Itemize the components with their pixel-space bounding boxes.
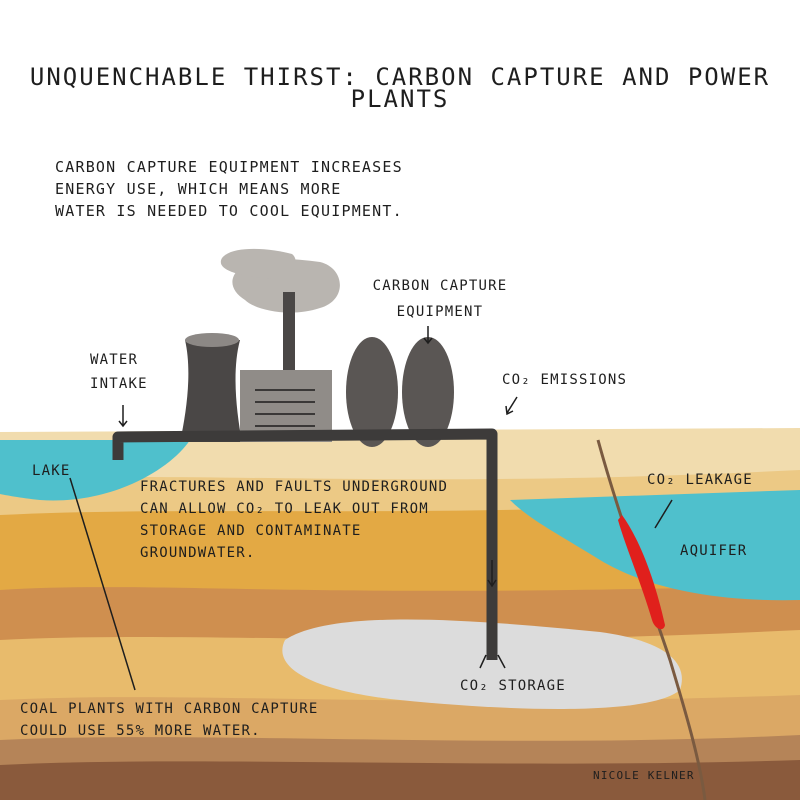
arrows [69,326,673,691]
label-fractures: FRACTURES AND FAULTS UNDERGROUND CAN ALL… [140,479,449,561]
power-plant [180,292,454,447]
label-carbon-capture-equipment: CARBON CAPTURE EQUIPMENT [372,278,508,320]
label-lake: LAKE [32,463,71,479]
page-title: UNQUENCHABLE THIRST: CARBON CAPTURE AND … [29,63,771,113]
intro-text: CARBON CAPTURE EQUIPMENT INCREASES ENERG… [55,158,403,220]
fault-line [596,439,707,800]
clouds [220,248,340,313]
aquifer [510,490,800,601]
label-co2-emissions: CO₂ EMISSIONS [502,372,628,388]
lake [0,440,190,501]
artist-signature: NICOLE KELNER [593,769,695,782]
co2-leak [618,515,665,630]
pipe [112,428,498,660]
label-water-intake: WATER INTAKE [90,352,148,392]
label-co2-storage: CO₂ STORAGE [460,678,566,694]
label-aquifer: AQUIFER [680,543,748,559]
label-co2-leakage: CO₂ LEAKAGE [647,472,753,488]
label-coal-plants: COAL PLANTS WITH CARBON CAPTURE COULD US… [20,701,319,739]
